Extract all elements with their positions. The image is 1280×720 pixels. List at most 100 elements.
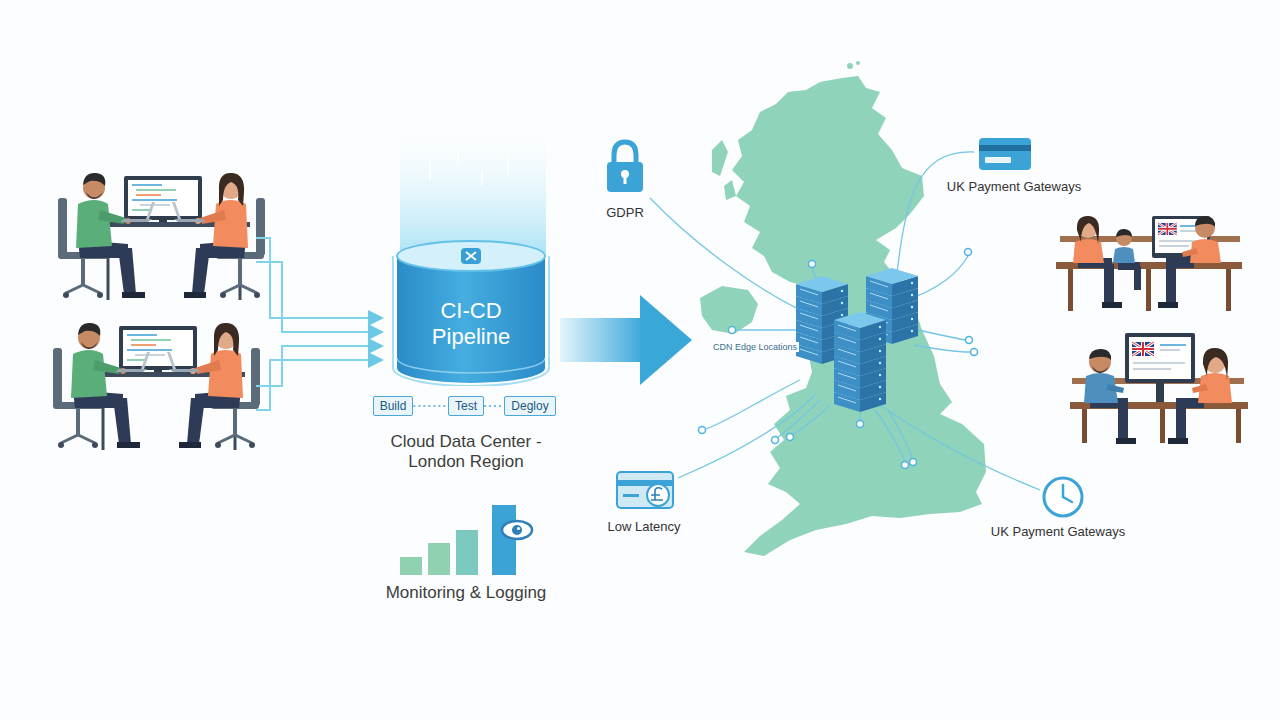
lock-icon — [607, 162, 643, 192]
light-beam — [400, 118, 546, 253]
users-bench — [1089, 349, 1111, 360]
users-bench — [1226, 269, 1231, 311]
network-lines — [736, 329, 800, 330]
uk-map — [856, 61, 860, 65]
users-bench — [1129, 337, 1191, 379]
region-caption: Cloud Data Center - London Region — [371, 432, 561, 473]
network-lines — [777, 400, 820, 438]
cdn-label: CDN Edge Locations — [711, 342, 799, 353]
users-bench — [1203, 348, 1228, 380]
monitoring-icon — [517, 527, 520, 530]
edge-location-dots — [965, 249, 972, 256]
network-lines — [706, 380, 800, 429]
users-bench — [1132, 342, 1154, 356]
node-label: Degloy — [511, 399, 548, 413]
clock-icon — [1044, 478, 1082, 516]
cylinder-glow — [393, 256, 549, 386]
users-bench — [1195, 216, 1215, 227]
feature-label: Low Latency — [606, 519, 683, 535]
users-bench — [1077, 216, 1099, 244]
server-cluster — [834, 312, 886, 340]
network-lines — [650, 198, 800, 310]
users-bench — [1116, 229, 1132, 237]
lock-icon — [624, 176, 627, 184]
edge-location-dots — [729, 327, 736, 334]
deploy-arrow — [560, 318, 644, 362]
payment-card-icon — [985, 157, 1011, 163]
light-beam — [429, 160, 431, 180]
network-lines — [880, 405, 1040, 490]
deploy-arrow — [640, 295, 692, 385]
cylinder-top — [397, 241, 545, 271]
stage-connector — [413, 405, 448, 407]
pound-card-icon — [647, 484, 669, 506]
feature-label: UK Payment Gateways — [989, 524, 1127, 540]
monitoring-icon — [400, 557, 422, 575]
users-bench — [1182, 248, 1198, 257]
users-bench — [1158, 223, 1177, 235]
users-bench — [1192, 384, 1208, 393]
monitoring-icon — [456, 530, 478, 575]
users-bench — [1160, 349, 1180, 351]
users-bench — [1133, 362, 1185, 364]
developer-team — [53, 173, 265, 450]
users-bench — [1116, 438, 1136, 444]
pipeline-emblem — [466, 252, 476, 260]
server-cluster — [834, 312, 886, 412]
users-bench — [1113, 247, 1135, 263]
edge-location-dots — [809, 261, 816, 268]
network-lines — [678, 395, 815, 478]
commit-flow-lines — [256, 346, 382, 386]
stage-box: Test — [448, 396, 484, 416]
cylinder-body — [397, 256, 545, 383]
stage-connector — [484, 405, 504, 407]
users-bench — [1156, 383, 1164, 402]
users-bench — [1118, 404, 1128, 440]
pound-card-icon — [617, 472, 673, 508]
monitoring-label: Monitoring & Logging — [384, 583, 549, 603]
edge-location-dots — [699, 249, 978, 469]
edge-location-dots — [966, 337, 973, 344]
commit-flow-lines — [256, 238, 382, 318]
network-lines — [888, 410, 912, 458]
payment-card-icon — [979, 145, 1031, 151]
edge-location-dots — [787, 434, 794, 441]
cylinder-rim — [397, 358, 545, 373]
users-bench — [1146, 269, 1151, 311]
feature-label: UK Payment Gateways — [945, 179, 1083, 195]
users-bench — [1104, 264, 1114, 304]
server-cluster — [796, 268, 918, 412]
uk-map — [712, 140, 728, 176]
clock-icon — [1044, 478, 1082, 516]
payment-card-icon — [979, 138, 1031, 170]
lock-icon — [614, 142, 636, 164]
edge-location-dots — [857, 421, 864, 428]
users-bench — [1160, 344, 1186, 346]
payment-card-icon — [979, 138, 1031, 170]
light-beam — [400, 118, 546, 253]
users-bench — [1056, 216, 1242, 311]
monitoring-icon — [428, 543, 450, 575]
users-bench — [1070, 333, 1248, 444]
users-bench — [1158, 302, 1178, 308]
light-beam — [457, 148, 459, 164]
node-label: Test — [455, 399, 477, 413]
users-bench — [1073, 239, 1104, 263]
network-lines — [895, 152, 974, 290]
users-bench — [1166, 264, 1176, 304]
pipeline-emblem — [461, 248, 481, 264]
pound-card-icon — [623, 494, 639, 497]
commit-flow-lines — [256, 238, 382, 410]
light-beam — [481, 170, 483, 186]
pound-card-icon — [617, 472, 673, 508]
network-lines — [918, 330, 965, 340]
clock-icon — [1063, 485, 1072, 502]
monitoring-icon — [492, 505, 516, 575]
network-lines — [875, 410, 905, 461]
lock-icon — [607, 142, 643, 192]
users-bench — [1160, 409, 1165, 443]
edge-location-dots — [699, 427, 706, 434]
